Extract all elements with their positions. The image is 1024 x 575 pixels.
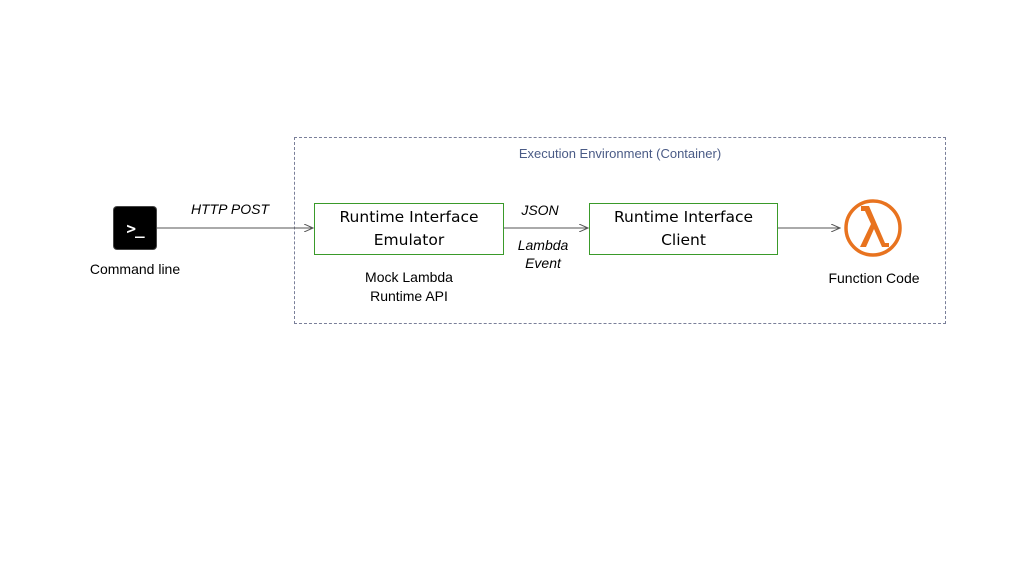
runtime-interface-client-box: Runtime Interface Client — [589, 203, 778, 255]
function-code-label: Function Code — [828, 270, 920, 286]
lambda-icon — [844, 199, 902, 257]
command-line-label: Command line — [89, 261, 181, 277]
execution-environment-label: Execution Environment (Container) — [518, 146, 722, 161]
runtime-interface-emulator-box: Runtime Interface Emulator — [314, 203, 504, 255]
mock-lambda-runtime-api-label: Mock Lambda Runtime API — [365, 269, 453, 304]
lambda-event-label: Lambda Event — [517, 237, 569, 271]
execution-environment-boundary — [294, 137, 946, 324]
http-post-label: HTTP POST — [190, 201, 270, 217]
json-label: JSON — [521, 202, 559, 218]
terminal-prompt-glyph: >_ — [126, 218, 144, 238]
terminal-icon: >_ — [114, 207, 156, 249]
